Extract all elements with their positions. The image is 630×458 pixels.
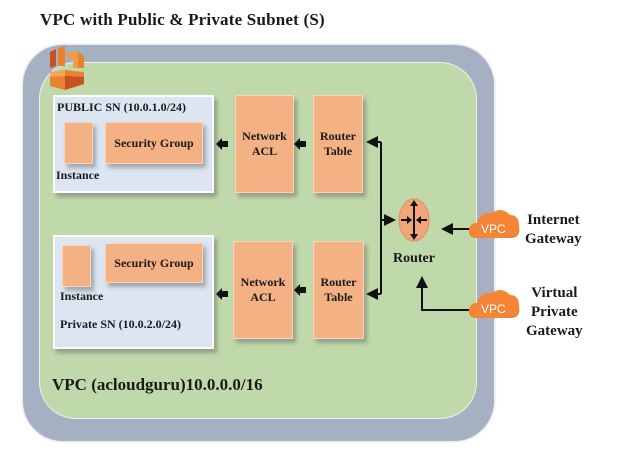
router-icon	[398, 198, 430, 242]
internet-gateway-icon	[468, 209, 520, 238]
router-table-line2: Table	[324, 290, 353, 304]
public-security-group-label: Security Group	[114, 135, 194, 150]
diagram-title: VPC with Public & Private Subnet (S)	[40, 10, 325, 29]
public-security-group[interactable]: Security Group	[105, 122, 203, 164]
network-acl-line2: ACL	[250, 290, 276, 304]
virtual-private-gateway-label: Virtual Private Gateway	[526, 284, 583, 341]
internet-gateway-line1: Internet	[527, 212, 580, 228]
private-security-group[interactable]: Security Group	[105, 243, 203, 283]
network-acl-line1: Network	[242, 129, 287, 143]
public-subnet-label: PUBLIC SN (10.0.1.0/24)	[57, 100, 187, 114]
private-subnet-label: Private SN (10.0.2.0/24)	[60, 317, 181, 331]
vpg-line1: Virtual	[531, 285, 578, 301]
router-table-line2: Table	[323, 144, 353, 158]
aws-logo-icon	[50, 46, 84, 90]
vpg-line3: Gateway	[526, 323, 583, 339]
router-table-line1: Router	[320, 129, 356, 143]
public-instance-label: Instance	[56, 168, 100, 182]
private-instance-label: Instance	[60, 289, 104, 303]
vpc-label: VPC (acloudguru)10.0.0.0/16	[52, 375, 263, 394]
route-bracket	[366, 136, 474, 311]
block-arrow-icon	[216, 138, 306, 300]
virtual-private-gateway-icon	[468, 289, 520, 318]
network-acl-line2: ACL	[251, 144, 278, 158]
private-instance[interactable]	[62, 245, 91, 287]
network-acl-line1: Network	[240, 275, 286, 289]
internet-gateway-line2: Gateway	[525, 231, 582, 247]
internet-gateway-icon-text: VPC	[481, 222, 506, 236]
virtual-private-gateway-icon-text: VPC	[481, 302, 506, 316]
router-label: Router	[393, 251, 435, 266]
public-instance[interactable]	[64, 122, 93, 164]
vpg-line2: Private	[531, 304, 578, 320]
private-security-group-label: Security Group	[114, 255, 194, 270]
router-table-line1: Router	[320, 275, 357, 289]
internet-gateway-label: Internet Gateway	[525, 211, 582, 249]
